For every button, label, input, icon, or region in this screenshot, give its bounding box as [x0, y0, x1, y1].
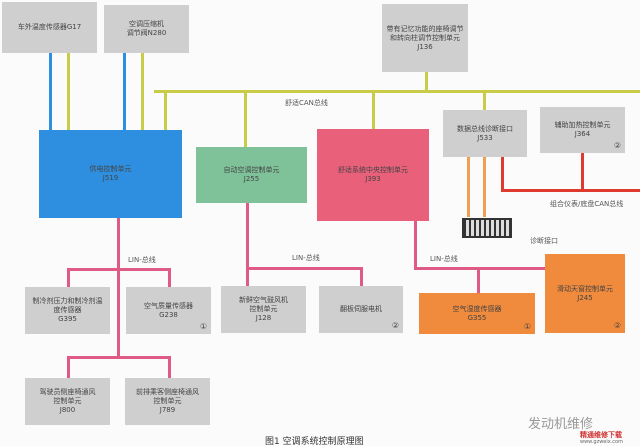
g238-label: 空气质量传感器 — [144, 301, 193, 310]
j255-label: 自动空调控制单元 — [223, 166, 280, 174]
lin-bus — [67, 356, 171, 359]
j393-label: 舒适系统中央控制单元 — [338, 166, 408, 174]
circled-number: ① — [523, 322, 531, 331]
lin-bus — [414, 267, 546, 270]
lin-bus — [67, 268, 70, 287]
g395-code: G395 — [58, 315, 77, 323]
j800-label: 控制单元 — [53, 397, 82, 405]
chassis-can — [581, 153, 584, 192]
j789-label: 前排乘客侧座椅通风 — [136, 388, 199, 396]
can-drop — [425, 72, 428, 92]
lin-bus — [477, 267, 480, 294]
j393-code: J393 — [365, 175, 381, 183]
g395-label: 制冷剂压力和制冷剂温 — [32, 297, 103, 305]
lin-bus — [360, 267, 363, 286]
j128-code: J128 — [255, 314, 272, 322]
diag-port-label: 诊断接口 — [530, 237, 558, 245]
j519-code: J519 — [102, 174, 119, 182]
lin-bus — [168, 356, 171, 378]
watermark-site: 精通维修下载 — [580, 431, 622, 439]
diagnostic-connector-icon — [462, 218, 512, 238]
g355-code: G355 — [467, 313, 487, 322]
can-drop — [483, 90, 486, 110]
j533-label: 数据总线诊断接口 — [457, 124, 513, 133]
diag-wire — [467, 157, 470, 217]
can-drop — [164, 90, 167, 130]
circled-number: ① — [199, 322, 207, 331]
wire — [67, 53, 70, 130]
circled-number: ② — [391, 321, 399, 330]
lin-bus — [246, 267, 362, 270]
lin-bus — [67, 356, 70, 378]
watermark-url: www.gzweix.com — [580, 439, 623, 445]
wire — [141, 53, 144, 130]
j789-code: J789 — [159, 406, 176, 414]
lin-label: LIN-总线 — [128, 256, 156, 264]
figure-caption: 图1 空调系统控制原理图 — [265, 437, 364, 446]
j136-label: 和转向柱调节控制单元 — [390, 33, 460, 42]
lin-bus — [117, 218, 120, 358]
j789-label: 控制单元 — [153, 397, 182, 405]
chassis-can-label: 组合仪表/底盘CAN总线 — [550, 200, 624, 208]
wire — [49, 53, 52, 130]
watermark-text: 发动机维修 — [528, 417, 594, 432]
comfort-can-label: 舒适CAN总线 — [285, 99, 328, 107]
j128-label: 控制单元 — [249, 305, 278, 313]
g17-label: 车外温度传感器G17 — [17, 23, 82, 31]
lin-bus — [168, 268, 171, 287]
comfort-can-bus — [154, 90, 640, 93]
lin-label: LIN-总线 — [430, 255, 458, 263]
lin-label: LIN-总线 — [292, 254, 320, 262]
j128-label: 新鲜空气鼓风机 — [239, 296, 288, 304]
motor-label: 翻板伺服电机 — [340, 305, 382, 313]
j364-label: 辅助加热控制单元 — [554, 121, 611, 129]
diag-wire — [483, 157, 486, 217]
chassis-can — [501, 189, 640, 192]
n280-box: 空调压缩机调节阀N280 — [104, 5, 189, 53]
lin-bus — [246, 203, 249, 286]
j800-code: J800 — [59, 406, 76, 414]
j255-code: J255 — [243, 175, 260, 183]
wire — [123, 53, 126, 130]
lin-bus — [67, 268, 171, 271]
lin-bus — [414, 221, 417, 270]
j800-label: 驾驶员侧座椅通风 — [39, 388, 96, 396]
j136-code: J136 — [417, 42, 433, 51]
j533-code: J533 — [477, 133, 493, 142]
j364-code: J364 — [574, 130, 591, 138]
chassis-can — [501, 157, 504, 192]
circled-number: ② — [613, 321, 621, 330]
flap-motor-box: 翻板伺服电机 ② — [319, 286, 403, 333]
j519-label: 供电控制单元 — [89, 165, 132, 173]
j136-label: 带有记忆功能的座椅调节 — [386, 24, 464, 33]
can-drop — [372, 90, 375, 129]
can-drop — [244, 90, 247, 147]
circled-number: ② — [613, 141, 621, 150]
g17-box: 车外温度传感器G17 — [2, 2, 97, 53]
g395-label: 度传感器 — [53, 306, 82, 314]
j245-code: J245 — [577, 293, 593, 302]
n280-label: 调节阀N280 — [126, 29, 167, 37]
g238-code: G238 — [159, 310, 178, 319]
j245-label: 滑动天窗控制单元 — [557, 284, 613, 293]
g355-label: 空气湿度传感器 — [452, 304, 502, 313]
n280-label: 空调压缩机 — [129, 20, 164, 28]
